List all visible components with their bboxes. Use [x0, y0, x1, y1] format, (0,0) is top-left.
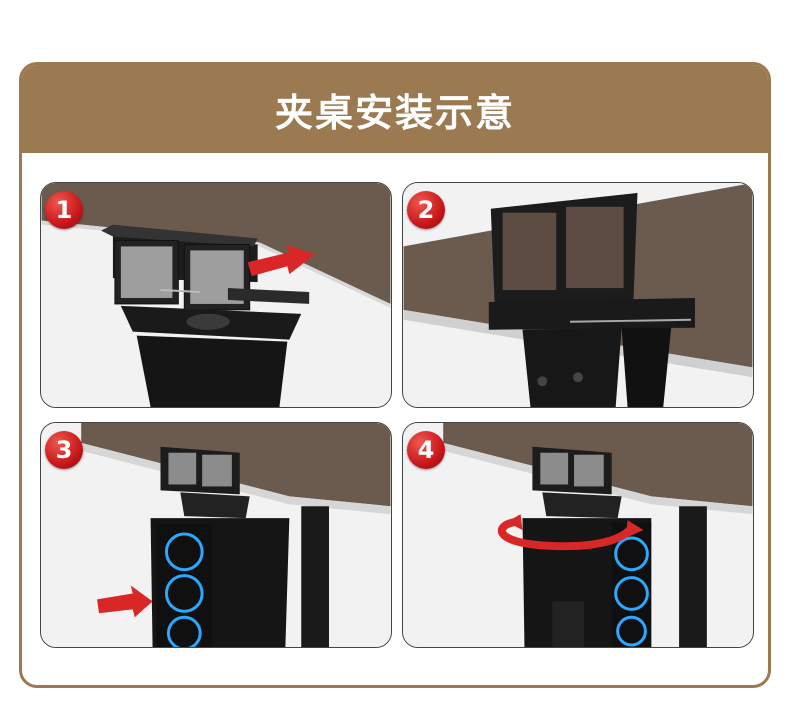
- step-badge-4: 4: [407, 431, 445, 469]
- step-panel-3: 3: [40, 422, 392, 648]
- push-arrow-icon: [97, 585, 153, 618]
- step-badge-1: 1: [45, 191, 83, 229]
- rotate-arrow-icon: [497, 514, 644, 551]
- page-title: 夹桌安装示意: [274, 90, 515, 135]
- step-badge-3: 3: [45, 431, 83, 469]
- install-guide-card: 夹桌安装示意 1 2: [19, 62, 771, 688]
- step-panel-4: 4: [402, 422, 754, 648]
- push-arrow-icon: [247, 244, 316, 277]
- step-panel-2: 2: [402, 182, 754, 408]
- step-1-illustration: [41, 183, 391, 407]
- step-4-illustration: [403, 423, 753, 647]
- step-2-illustration: [403, 183, 753, 407]
- step-3-illustration: [41, 423, 391, 647]
- header-banner: 夹桌安装示意: [22, 65, 768, 153]
- step-panel-1: 1: [40, 182, 392, 408]
- step-badge-2: 2: [407, 191, 445, 229]
